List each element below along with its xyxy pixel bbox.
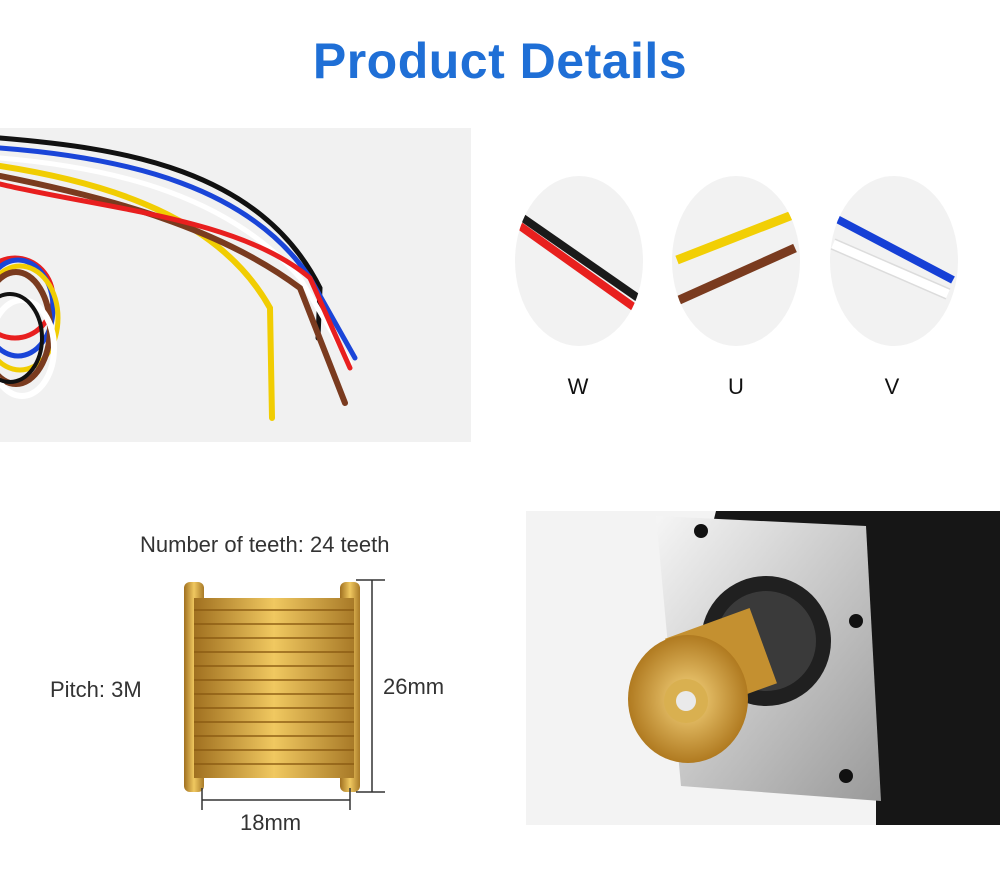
- width-dimension-label: 18mm: [240, 810, 302, 835]
- timing-pulley-illustration: [180, 578, 390, 823]
- wires-illustration: [0, 135, 358, 421]
- wire-swatch-w: [515, 176, 643, 346]
- phase-label-u: U: [728, 374, 744, 399]
- phase-label-w: W: [567, 374, 589, 399]
- motor-wires-photo: [0, 128, 471, 442]
- wire-pair-u-illustration: [675, 209, 797, 306]
- teeth-count-label: Number of teeth: 24 teeth: [140, 532, 390, 557]
- motor-with-pulley-photo: [526, 511, 1000, 825]
- wire-pair-w-illustration: [517, 212, 641, 312]
- wire-swatch-v: [830, 176, 958, 346]
- phase-label-v: V: [884, 374, 900, 399]
- pitch-label: Pitch: 3M: [50, 677, 142, 702]
- height-dimension-label: 26mm: [383, 674, 445, 699]
- wire-swatch-u: [672, 176, 800, 346]
- page-title: Product Details: [312, 33, 688, 89]
- wire-pair-v-illustration: [830, 214, 955, 300]
